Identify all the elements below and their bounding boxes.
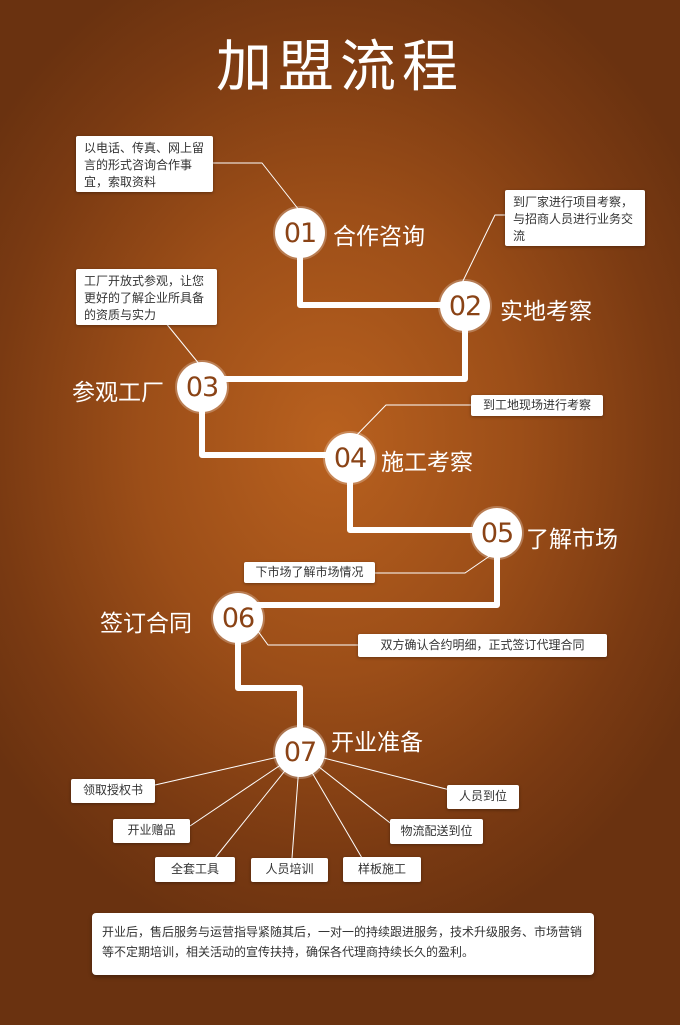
step-04-label: 施工考察 bbox=[381, 450, 473, 476]
ray-7 bbox=[299, 751, 451, 791]
step-01-label: 合作咨询 bbox=[333, 224, 425, 250]
desc-box-05: 下市场了解市场情况 bbox=[244, 562, 375, 583]
connector-04 bbox=[351, 404, 471, 441]
step-04-circle: 04 bbox=[325, 433, 375, 483]
step-03-circle: 03 bbox=[177, 362, 227, 412]
after-service-note: 开业后，售后服务与运营指导紧随其后，一对一的持续跟进服务，技术升级服务、市场营销… bbox=[92, 913, 594, 975]
connector-06 bbox=[251, 622, 358, 646]
step-02-circle: 02 bbox=[440, 281, 490, 331]
step-05-label: 了解市场 bbox=[526, 527, 618, 553]
prep-item-logistics: 物流配送到位 bbox=[390, 819, 483, 844]
connector-02 bbox=[461, 214, 505, 284]
desc-box-06: 双方确认合约明细，正式签订代理合同 bbox=[358, 634, 607, 657]
prep-item-license: 领取授权书 bbox=[71, 779, 155, 803]
step-03-label: 参观工厂 bbox=[72, 380, 164, 406]
step-02-label: 实地考察 bbox=[500, 299, 592, 325]
connector-03 bbox=[164, 321, 201, 366]
step-05-circle: 05 bbox=[472, 508, 522, 558]
prep-item-gifts: 开业赠品 bbox=[113, 819, 190, 843]
prep-item-training: 人员培训 bbox=[251, 858, 328, 882]
desc-box-01: 以电话、传真、网上留言的形式咨询合作事宜，索取资料 bbox=[76, 136, 213, 192]
connector-05 bbox=[375, 550, 498, 574]
desc-box-04: 到工地现场进行考察 bbox=[471, 395, 603, 416]
prep-item-tools: 全套工具 bbox=[155, 857, 235, 882]
step-01-circle: 01 bbox=[275, 208, 325, 258]
step-07-circle: 07 bbox=[275, 727, 325, 777]
step-06-circle: 06 bbox=[213, 593, 263, 643]
connector-01 bbox=[213, 162, 300, 211]
desc-box-03: 工厂开放式参观，让您更好的了解企业所具备的资质与实力 bbox=[76, 269, 217, 325]
desc-box-02: 到厂家进行项目考察，与招商人员进行业务交流 bbox=[505, 190, 645, 246]
step-06-label: 签订合同 bbox=[100, 611, 192, 637]
prep-item-staff: 人员到位 bbox=[447, 785, 519, 809]
prep-item-sample: 样板施工 bbox=[343, 857, 421, 882]
step-07-label: 开业准备 bbox=[331, 730, 423, 756]
page-title: 加盟流程 bbox=[216, 35, 464, 100]
